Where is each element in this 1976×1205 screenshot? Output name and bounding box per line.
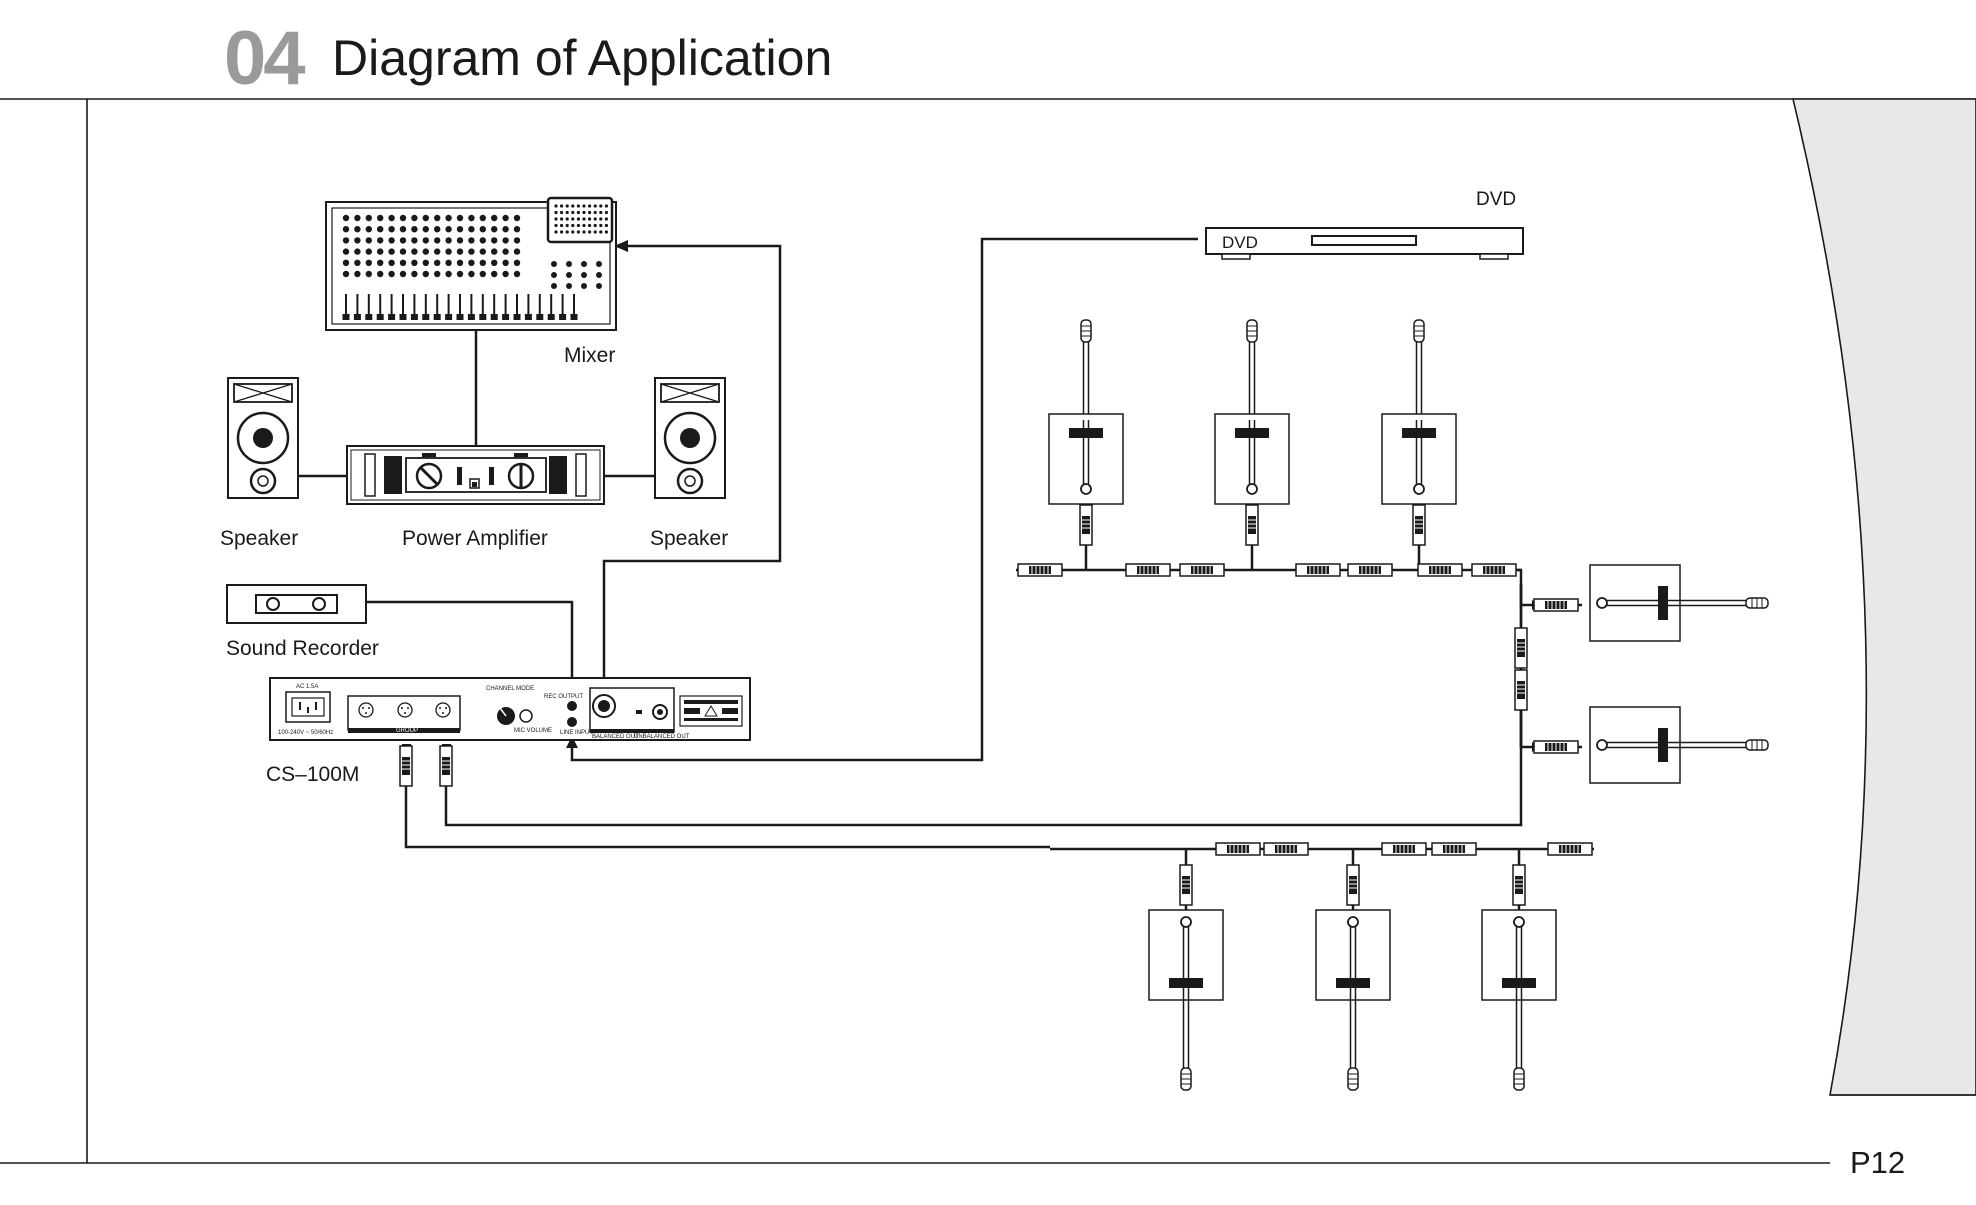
balanced-out-text: BALANCED OUT [592, 734, 639, 740]
main-unit: AC 1.5A 100-240V ~ 50/60Hz GROUP CHANNEL… [269, 677, 751, 751]
group-text: GROUP [396, 728, 418, 734]
conference-unit-bottom-2 [1315, 909, 1391, 1091]
cable-connectors [1017, 504, 1593, 906]
unbalanced-out-text: UNBALANCED OUT [634, 734, 690, 740]
sound-recorder-label: Sound Recorder [226, 637, 379, 660]
speaker-right [653, 376, 727, 500]
mixer [325, 196, 617, 331]
voltage-text: 100-240V ~ 50/60Hz [278, 730, 333, 736]
rec-output-text: REC OUTPUT [544, 694, 583, 700]
mic-volume-text: MIC VOLUME [514, 728, 552, 734]
speaker-right-label: Speaker [650, 527, 728, 550]
dvd-label: DVD [1476, 189, 1516, 210]
page-frame [0, 98, 1976, 1164]
conference-unit-bottom-1 [1148, 909, 1224, 1091]
sound-recorder [226, 584, 367, 624]
conference-unit-top-2 [1214, 319, 1290, 505]
speaker-left-label: Speaker [220, 527, 298, 550]
speaker-left [226, 376, 300, 500]
page-number: P12 [1850, 1145, 1905, 1180]
conference-unit-bottom-3 [1481, 909, 1557, 1091]
page-title: Diagram of Application [332, 30, 832, 86]
conference-unit-top-3 [1381, 319, 1457, 505]
section-number: 04 [224, 16, 305, 101]
side-panel [1791, 98, 1976, 1096]
mixer-faders [342, 294, 578, 320]
dvd-player: DVD [1205, 227, 1524, 260]
main-unit-label: CS–100M [266, 763, 359, 786]
conference-unit-top-1 [1048, 319, 1124, 505]
power-rating-text: AC 1.5A [296, 684, 318, 690]
mixer-meter [554, 204, 609, 234]
line-input-text: LINE INPUT [560, 730, 593, 736]
mixer-knobs [342, 214, 602, 289]
conference-unit-right-1 [1589, 564, 1769, 642]
channel-mode-text: CHANNEL MODE [486, 686, 534, 692]
mixer-label: Mixer [564, 344, 615, 367]
trunk-plugs [399, 745, 453, 787]
power-amplifier-label: Power Amplifier [402, 527, 548, 550]
power-amplifier [346, 445, 605, 505]
dvd-device-text: DVD [1222, 233, 1258, 252]
conference-unit-right-2 [1589, 706, 1769, 784]
